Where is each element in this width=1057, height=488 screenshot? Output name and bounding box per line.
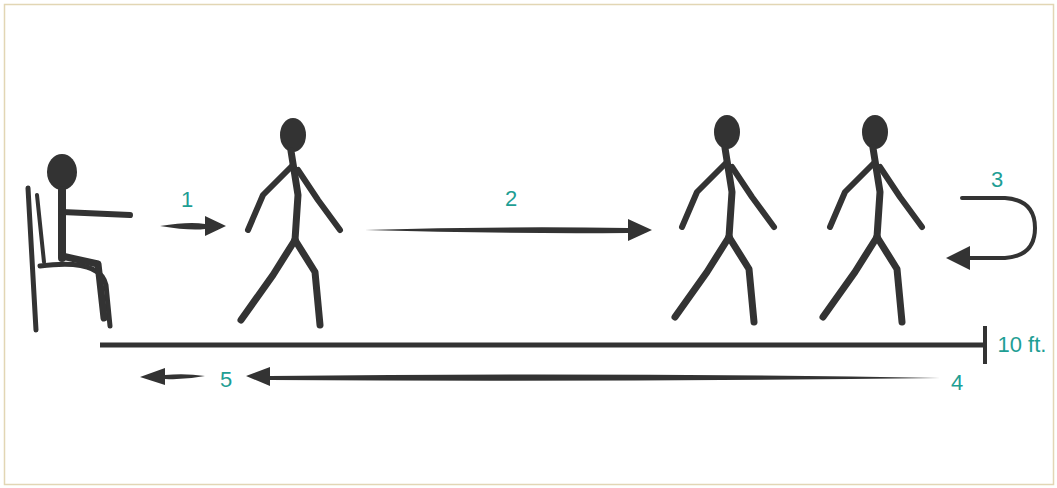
step-arrow <box>365 219 652 241</box>
callout-number: 2 <box>505 188 517 210</box>
walking-figure <box>241 118 340 325</box>
turn-arrowhead <box>946 246 970 270</box>
dimension-label: 10 ft. <box>998 334 1047 356</box>
step-arrow <box>160 216 226 236</box>
walking-figure <box>823 115 922 322</box>
turn-arrow <box>962 198 1035 258</box>
frame-border <box>5 5 1054 485</box>
seated-figure <box>28 154 130 330</box>
callout-number: 5 <box>220 369 232 391</box>
distance-line <box>100 343 985 348</box>
callout-number: 3 <box>991 169 1003 191</box>
step-arrow <box>246 367 940 386</box>
step-arrow <box>140 368 205 385</box>
callout-number: 1 <box>181 189 193 211</box>
walking-figure <box>675 115 774 322</box>
distance-tick <box>983 326 987 364</box>
callout-number: 4 <box>951 372 963 394</box>
